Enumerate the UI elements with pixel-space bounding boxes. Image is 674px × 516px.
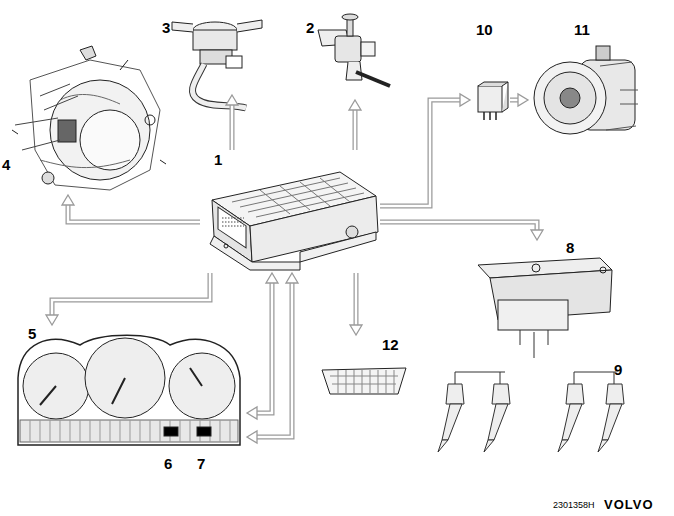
callout-number: 11 bbox=[574, 22, 590, 38]
instrument-cluster-drawing bbox=[18, 335, 240, 445]
valve-drawing bbox=[318, 14, 390, 86]
pressure-sensor-drawing bbox=[172, 20, 262, 108]
callout-number: 6 bbox=[164, 456, 172, 472]
part-region: 4 bbox=[0, 40, 168, 195]
glow-relay-drawing bbox=[478, 258, 612, 330]
signal-arrow bbox=[62, 195, 200, 222]
callout-number: 4 bbox=[2, 157, 10, 173]
throttle-body-drawing bbox=[12, 46, 166, 190]
signal-arrow bbox=[226, 95, 238, 150]
part-region: 8 bbox=[470, 240, 615, 332]
figure-number: 2301358H bbox=[553, 500, 595, 510]
part-region: 3 bbox=[160, 15, 270, 95]
signal-arrow bbox=[349, 100, 361, 150]
part-region: 12 bbox=[322, 335, 410, 397]
part-region: 1 bbox=[200, 150, 380, 273]
signal-arrow bbox=[380, 222, 543, 240]
callout-number: 1 bbox=[214, 152, 222, 168]
callout-number: 7 bbox=[197, 456, 205, 472]
part-region: 9 bbox=[420, 358, 635, 458]
part-region: 5 6 7 bbox=[12, 325, 247, 475]
signal-arrow bbox=[247, 273, 298, 443]
signal-arrow bbox=[350, 273, 362, 335]
relay-drawing bbox=[478, 82, 508, 120]
part-region: 6 bbox=[160, 424, 182, 474]
callout-number: 2 bbox=[306, 20, 314, 36]
glow-plug-drawing bbox=[438, 330, 624, 452]
callout-number: 5 bbox=[28, 326, 36, 342]
signal-arrow bbox=[46, 273, 210, 325]
signal-arrow bbox=[510, 94, 528, 106]
callout-number: 3 bbox=[162, 20, 170, 36]
brand-watermark: VOLVO bbox=[604, 497, 654, 512]
part-region: 2 bbox=[300, 15, 400, 100]
signal-arrow bbox=[247, 273, 278, 419]
control-unit-drawing bbox=[210, 172, 378, 270]
compressor-drawing bbox=[534, 46, 638, 134]
callout-number: 12 bbox=[382, 337, 399, 353]
callout-number: 8 bbox=[566, 240, 574, 256]
signal-arrow bbox=[534, 332, 535, 358]
diagnostic-socket-drawing bbox=[322, 368, 406, 394]
part-region: 10 bbox=[470, 22, 510, 122]
callout-number: 10 bbox=[476, 22, 493, 38]
part-region: 7 bbox=[194, 424, 216, 474]
callout-number: 9 bbox=[614, 362, 622, 378]
signal-arrow bbox=[380, 94, 470, 206]
part-region: 11 bbox=[528, 22, 643, 142]
